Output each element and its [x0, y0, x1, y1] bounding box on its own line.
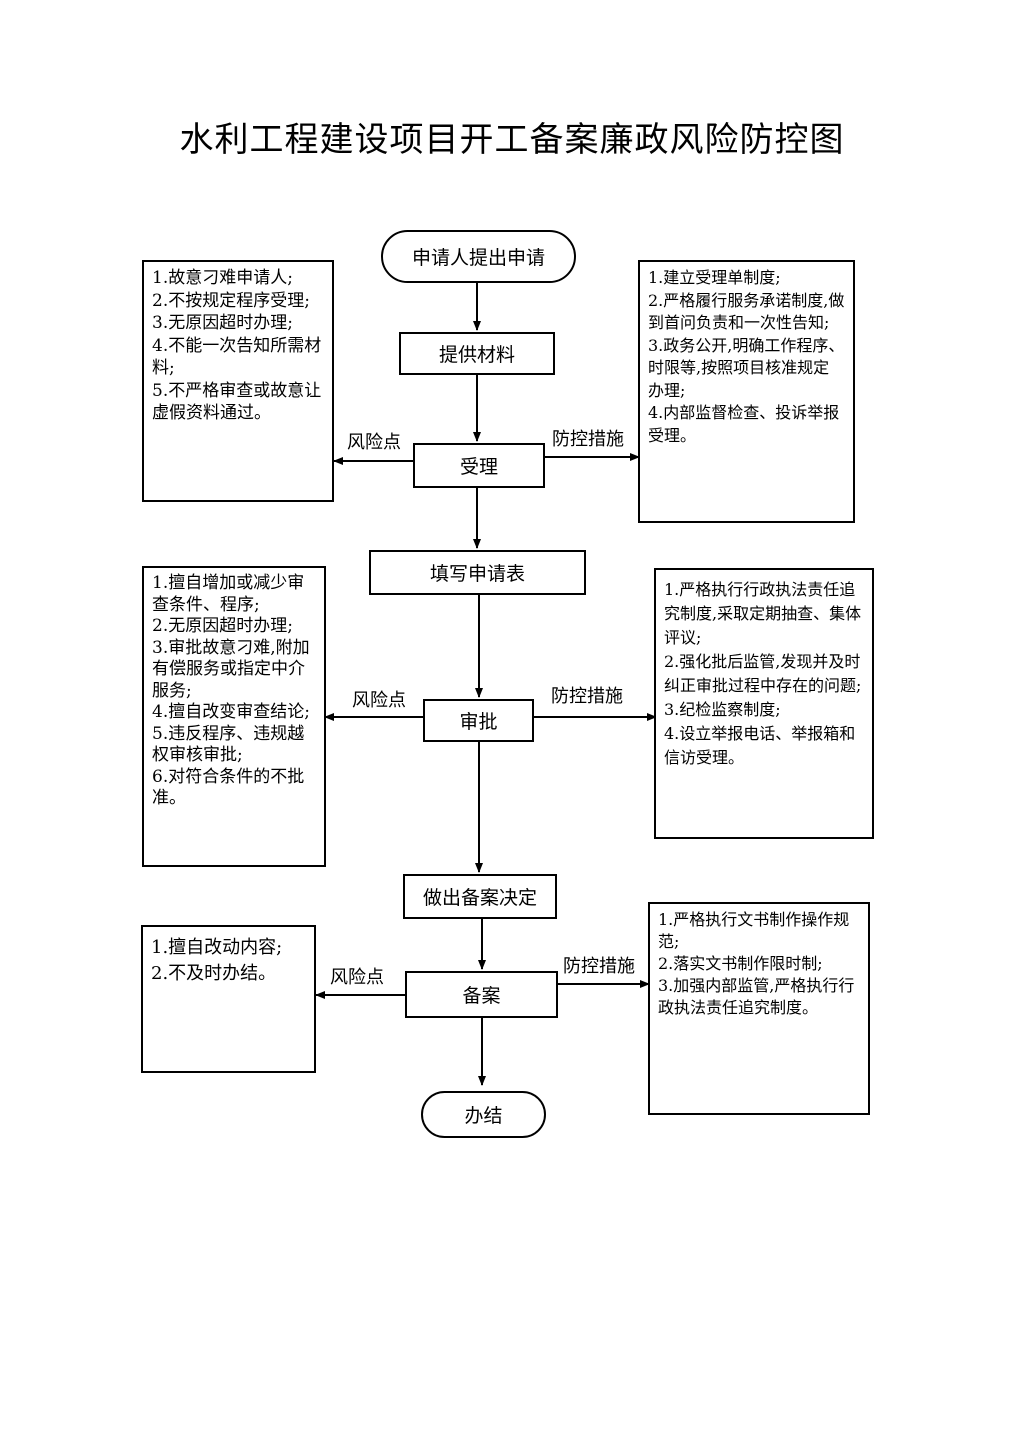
page-title: 水利工程建设项目开工备案廉政风险防控图	[179, 120, 845, 160]
record-control-box: 1.严格执行文书制作操作规范; 2.落实文书制作限时制; 3.加强内部监管,严格…	[648, 902, 870, 1115]
risk-item: 4.擅自改变审查结论;	[152, 702, 310, 722]
approve-risk-label: 风险点	[352, 690, 406, 711]
control-item: 3.纪检监察制度;	[664, 700, 781, 719]
control-item: 4.内部监督检查、投诉举报受理。	[648, 403, 840, 445]
risk-item: 6.对符合条件的不批准。	[152, 766, 305, 809]
control-item: 2.落实文书制作限时制;	[658, 954, 823, 973]
control-item: 1.建立受理单制度;	[648, 268, 781, 287]
risk-item: 1.擅自增加或减少审查条件、程序;	[152, 573, 305, 615]
materials-node: 提供材料	[399, 332, 555, 375]
record-risk-box: 1.擅自改动内容; 2.不及时办结。	[141, 925, 316, 1073]
approve-risk-box: 1.擅自增加或减少审查条件、程序; 2.无原因超时办理; 3.审批故意刁难,附加…	[142, 566, 326, 867]
record-risk-label: 风险点	[330, 967, 384, 988]
risk-item: 4.不能一次告知所需材料;	[152, 335, 322, 379]
start-node: 申请人提出申请	[381, 230, 576, 283]
risk-item: 1.擅自改动内容;	[151, 937, 283, 958]
control-item: 2.强化批后监管,发现并及时纠正审批过程中存在的问题;	[664, 652, 862, 695]
approve-control-box: 1.严格执行行政执法责任追究制度,采取定期抽查、集体评议; 2.强化批后监管,发…	[654, 568, 874, 839]
risk-item: 2.无原因超时办理;	[152, 616, 293, 636]
accept-node: 受理	[413, 443, 545, 488]
control-item: 2.严格履行服务承诺制度,做到首问负责和一次性告知;	[648, 290, 845, 333]
risk-item: 3.无原因超时办理;	[152, 313, 293, 333]
accept-risk-box: 1.故意刁难申请人; 2.不按规定程序受理; 3.无原因超时办理; 4.不能一次…	[142, 260, 334, 502]
control-item: 1.严格执行文书制作操作规范;	[658, 910, 850, 951]
control-item: 3.政务公开,明确工作程序、时限等,按照项目核准规定办理;	[648, 335, 845, 400]
approve-node: 审批	[423, 699, 534, 742]
risk-item: 3.审批故意刁难,附加有偿服务或指定中介服务;	[152, 637, 310, 701]
control-item: 3.加强内部监管,严格执行行政执法责任追究制度。	[658, 976, 855, 1017]
control-item: 4.设立举报电话、举报箱和信访受理。	[664, 724, 856, 767]
approve-control-label: 防控措施	[551, 686, 623, 707]
control-item: 1.严格执行行政执法责任追究制度,采取定期抽查、集体评议;	[664, 580, 862, 647]
record-control-label: 防控措施	[563, 956, 635, 977]
risk-item: 5.不严格审查或故意让虚假资料通过。	[152, 380, 322, 424]
accept-control-box: 1.建立受理单制度; 2.严格履行服务承诺制度,做到首问负责和一次性告知; 3.…	[638, 260, 855, 523]
decision-node: 做出备案决定	[403, 874, 557, 919]
accept-risk-label: 风险点	[347, 432, 401, 453]
risk-item: 1.故意刁难申请人;	[152, 268, 293, 288]
risk-item: 2.不及时办结。	[151, 963, 277, 984]
finish-node: 办结	[421, 1091, 546, 1138]
form-node: 填写申请表	[369, 550, 586, 595]
risk-item: 5.违反程序、违规越权审核审批;	[152, 723, 305, 766]
risk-item: 2.不按规定程序受理;	[152, 290, 310, 311]
record-node: 备案	[405, 971, 558, 1018]
accept-control-label: 防控措施	[552, 429, 624, 450]
